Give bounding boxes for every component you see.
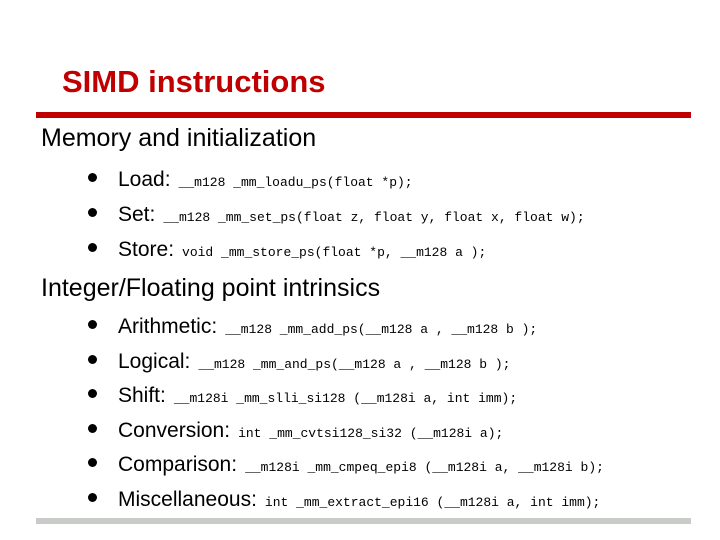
item-label: Conversion: [118,418,231,442]
item-label: Load: [118,168,171,191]
item-label: Arithmetic: [118,315,218,338]
item-code: int _mm_cvtsi128_si32 (__m128i a); [238,425,504,441]
list-item-comparison: Comparison: __m128i _mm_cmpeq_epi8 (__m1… [88,454,604,489]
item-code: __m128i _mm_slli_si128 (__m128i a, int i… [173,391,518,407]
intrinsics-bullet-list: Arithmetic: __m128 _mm_add_ps(__m128 a ,… [88,316,604,524]
bullet-icon [88,243,97,252]
item-code: __m128i _mm_cmpeq_epi8 (__m128i a, __m12… [245,460,604,476]
section-heading-intrinsics: Integer/Floating point intrinsics [41,274,381,302]
bullet-icon [88,320,97,329]
item-code: __m128 _mm_loadu_ps(float *p); [178,175,413,190]
list-item-miscellaneous: Miscellaneous: int _mm_extract_epi16 (__… [88,489,604,524]
bullet-icon [88,492,97,502]
item-label: Shift: [118,384,166,408]
bullet-icon [88,354,97,364]
list-item-shift: Shift: __m128i _mm_slli_si128 (__m128i a… [88,385,604,420]
bottom-divider-line [36,518,691,524]
bullet-icon [88,208,97,217]
item-label: Store: [118,238,175,261]
section-heading-memory: Memory and initialization [41,124,317,152]
bullet-icon [88,458,97,468]
bullet-icon [88,423,97,433]
item-code: int _mm_extract_epi16 (__m128i a, int im… [264,494,601,510]
slide-title: SIMD instructions [62,64,326,99]
item-label: Miscellaneous: [118,487,257,511]
list-item-load: Load: __m128 _mm_loadu_ps(float *p); [88,169,585,204]
title-divider-line [36,112,691,118]
item-label: Set: [118,203,156,226]
list-item-arithmetic: Arithmetic: __m128 _mm_add_ps(__m128 a ,… [88,316,604,351]
item-label: Logical: [118,349,191,373]
item-code: __m128 _mm_add_ps(__m128 a , __m128 b ); [225,322,538,337]
item-code: void _mm_store_ps(float *p, __m128 a ); [182,245,487,260]
bullet-icon [88,173,97,182]
list-item-set: Set: __m128 _mm_set_ps(float z, float y,… [88,204,585,239]
bullet-icon [88,389,97,399]
item-code: __m128 _mm_set_ps(float z, float y, floa… [163,210,585,225]
item-code: __m128 _mm_and_ps(__m128 a , __m128 b ); [198,356,511,372]
item-label: Comparison: [118,453,238,477]
list-item-logical: Logical: __m128 _mm_and_ps(__m128 a , __… [88,351,604,386]
list-item-conversion: Conversion: int _mm_cvtsi128_si32 (__m12… [88,420,604,455]
memory-bullet-list: Load: __m128 _mm_loadu_ps(float *p); Set… [88,169,585,274]
list-item-store: Store: void _mm_store_ps(float *p, __m12… [88,239,585,274]
